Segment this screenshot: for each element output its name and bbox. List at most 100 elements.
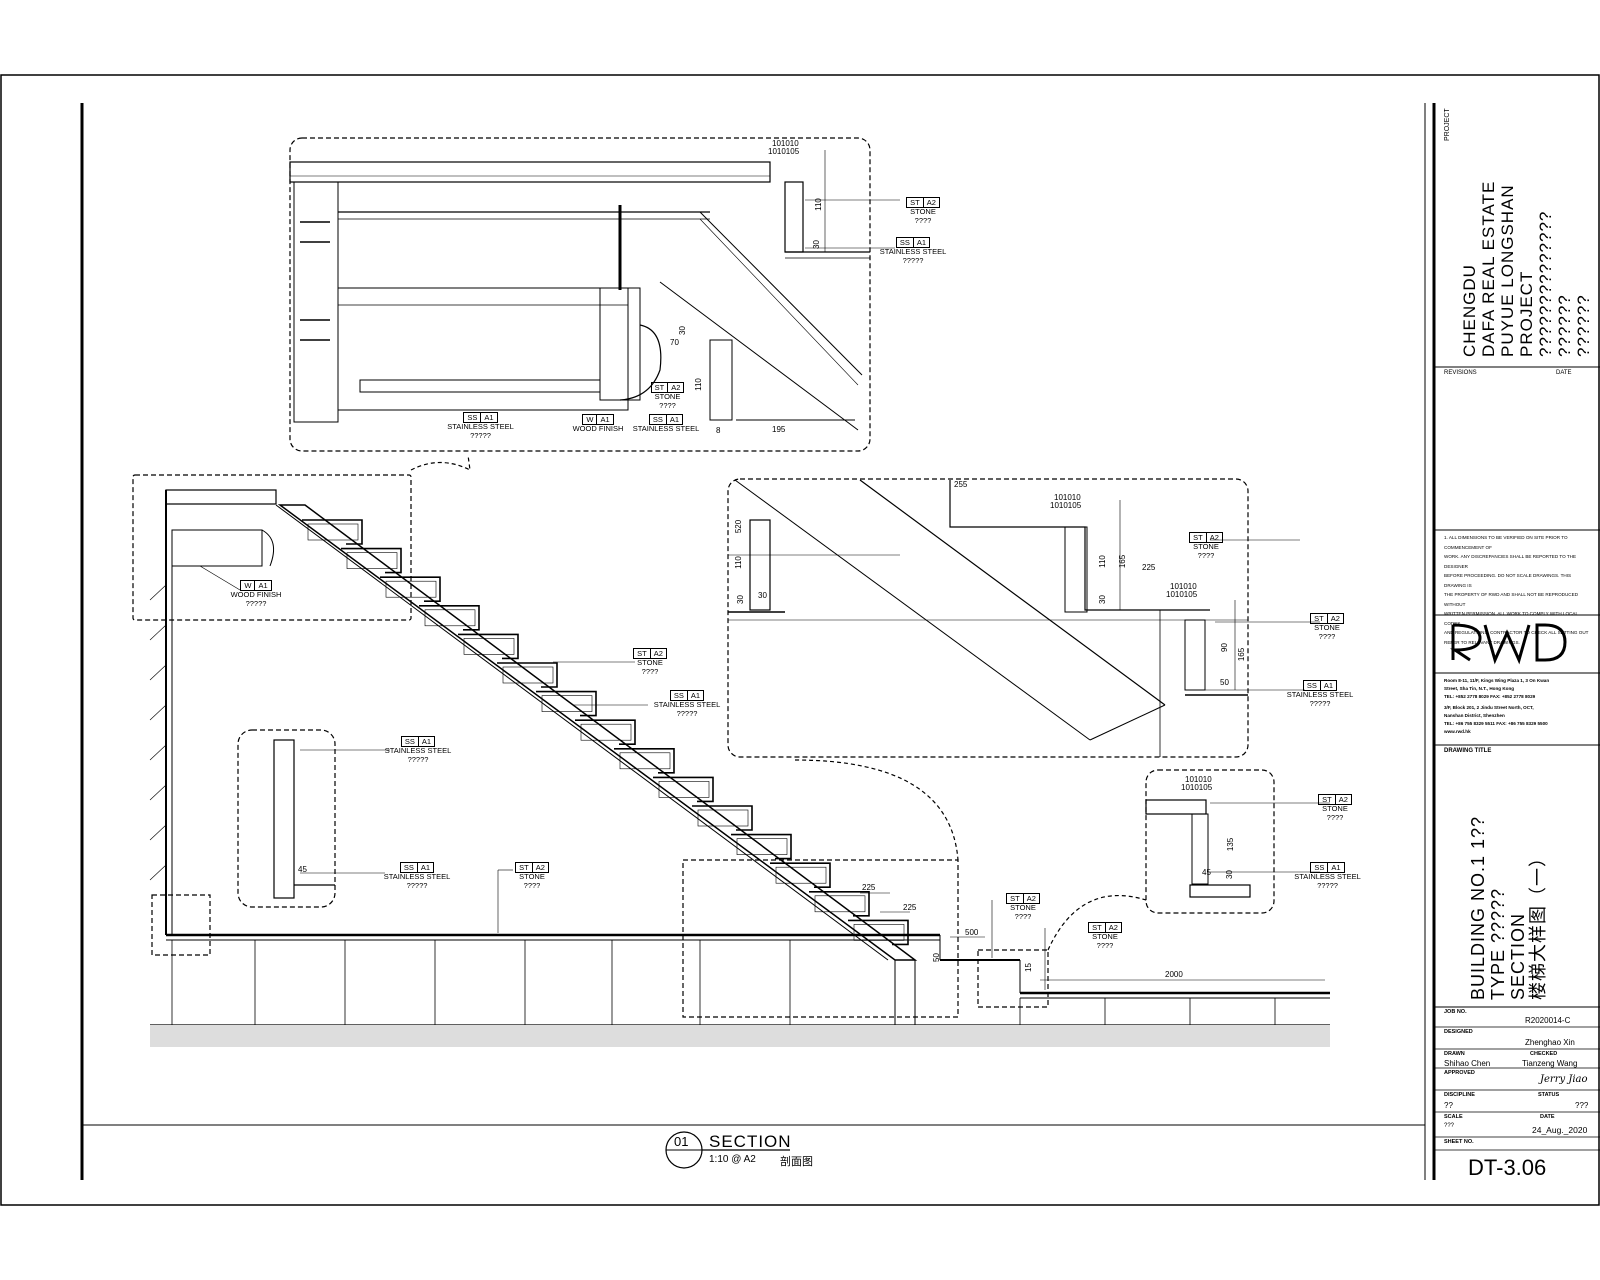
tag-code: W — [244, 581, 252, 590]
tag-sub: ???? — [1326, 812, 1344, 822]
tag-code: SS — [403, 863, 414, 872]
title-block-frame — [1432, 103, 1600, 1180]
dim-text: 110 — [733, 556, 743, 569]
tag-code: ST — [519, 863, 529, 872]
tag-name: STAINLESS STEEL — [653, 700, 721, 709]
tag-sub: ???? — [1197, 550, 1215, 560]
dim-text: 225 — [1142, 563, 1156, 572]
dim-text: 101010 — [1185, 775, 1212, 784]
stair-tread — [380, 576, 441, 602]
stair-tread-inner — [697, 809, 749, 827]
tag-ref: A2 — [1326, 614, 1343, 623]
approved-label: APPROVED — [1444, 1070, 1475, 1076]
tag-code: SS — [652, 415, 663, 424]
detail-top — [289, 150, 900, 431]
tag-code: SS — [1306, 681, 1317, 690]
tag-ref: A2 — [1104, 923, 1121, 932]
tag-name: STAINLESS STEEL — [879, 247, 947, 256]
stair-tread — [536, 690, 597, 717]
tag-ref: A2 — [922, 198, 939, 207]
stair-tread — [341, 547, 402, 574]
stair-tread-inner — [736, 838, 788, 855]
tag-name: STONE — [910, 207, 936, 216]
tag-name: STONE — [1092, 932, 1118, 941]
leader-lines — [199, 565, 1046, 990]
tag-sub: ???? — [1096, 940, 1114, 950]
revisions-label: REVISIONS — [1444, 370, 1477, 376]
job-no-label: JOB NO. — [1444, 1009, 1467, 1015]
tag-sub: ????? — [1317, 880, 1338, 890]
sheet-no-label: SHEET NO. — [1444, 1139, 1474, 1145]
dim-text: 70 — [670, 338, 679, 347]
tag-ref: A2 — [1022, 894, 1039, 903]
project-line-4: ?????????????? — [1536, 210, 1555, 357]
tag-sub: ???? — [914, 215, 932, 225]
tag-ref: A2 — [1334, 795, 1351, 804]
stair-tread-inner — [346, 552, 398, 569]
sheet-no-value: DT-3.06 — [1468, 1155, 1547, 1180]
dim-text: 1010105 — [1050, 501, 1082, 510]
address-line: Room 8-11, 11/F, Kings Wing Plaza 1, 3 O… — [1444, 678, 1550, 683]
dim-text: 225 — [903, 903, 917, 912]
drawn-value: Shihao Chen — [1444, 1059, 1491, 1068]
tag-sub: ????? — [470, 430, 491, 440]
section-title: SECTION — [709, 1132, 792, 1151]
tag-name: STONE — [654, 392, 681, 401]
tag-sub: ???? — [523, 880, 541, 890]
stair-tread — [302, 519, 363, 545]
stair-tread — [614, 748, 675, 774]
drawing-title-line-2: TYPE ????? — [1488, 887, 1508, 1000]
sheet-border — [0, 74, 1600, 1206]
company-address: Room 8-11, 11/F, Kings Wing Plaza 1, 3 O… — [1444, 677, 1594, 736]
stair-tread-inner — [385, 580, 437, 598]
dim-text: 255 — [954, 480, 968, 489]
dim-text: 30 — [1097, 595, 1107, 604]
project-line-2: DAFA REAL ESTATE — [1479, 180, 1498, 357]
dim-text: 1010105 — [1166, 590, 1198, 599]
dim-text: 500 — [965, 928, 979, 937]
date-value: 24_Aug._2020 — [1532, 1125, 1588, 1135]
dim-text: 110 — [813, 198, 823, 211]
dim-text: 101010 — [1054, 493, 1081, 502]
tag-code: SS — [1314, 863, 1325, 872]
address-line: 3/F, Block 201, 2 Jindu Street North, OC… — [1444, 705, 1534, 710]
drawing-title-block: BUILDING NO.1 1?? TYPE ????? SECTION 楼梯大… — [1468, 750, 1548, 1000]
project-line-1: CHENGDU — [1460, 264, 1479, 357]
checked-label: CHECKED — [1530, 1051, 1558, 1057]
dim-text: 520 — [734, 519, 744, 534]
section-subtitle: 剖面图 — [780, 1156, 813, 1168]
section-scale: 1:10 @ A2 — [709, 1154, 756, 1165]
tag-ref: A1 — [912, 238, 929, 247]
tag-sub: ????? — [406, 880, 428, 890]
project-text: CHENGDU DAFA REAL ESTATE PUYUE LONGSHAN … — [1460, 107, 1593, 357]
tag-name: STONE — [1193, 542, 1219, 551]
tag-code: SS — [404, 737, 415, 746]
tag-ref: A1 — [665, 415, 682, 424]
dim-text: 1010105 — [768, 147, 800, 156]
tag-ref: A2 — [1205, 533, 1222, 542]
dim-text: 30 — [811, 240, 821, 249]
tag-sub: ???? — [1318, 631, 1336, 641]
dim-text: 165 — [1237, 647, 1247, 662]
project-line-6: ?????? — [1574, 294, 1593, 357]
tag-name: STAINLESS STEEL — [1286, 690, 1354, 699]
tag-ref: A1 — [1319, 681, 1336, 690]
dim-text: 50 — [931, 953, 941, 962]
stair-tread-inner — [658, 781, 710, 798]
tag-ref: A1 — [254, 581, 270, 590]
stair-tread — [770, 862, 831, 888]
tag-name: STAINLESS STEEL — [1294, 872, 1361, 881]
stair-tread-inner — [463, 638, 515, 655]
dim-text: 101010 — [772, 139, 799, 148]
